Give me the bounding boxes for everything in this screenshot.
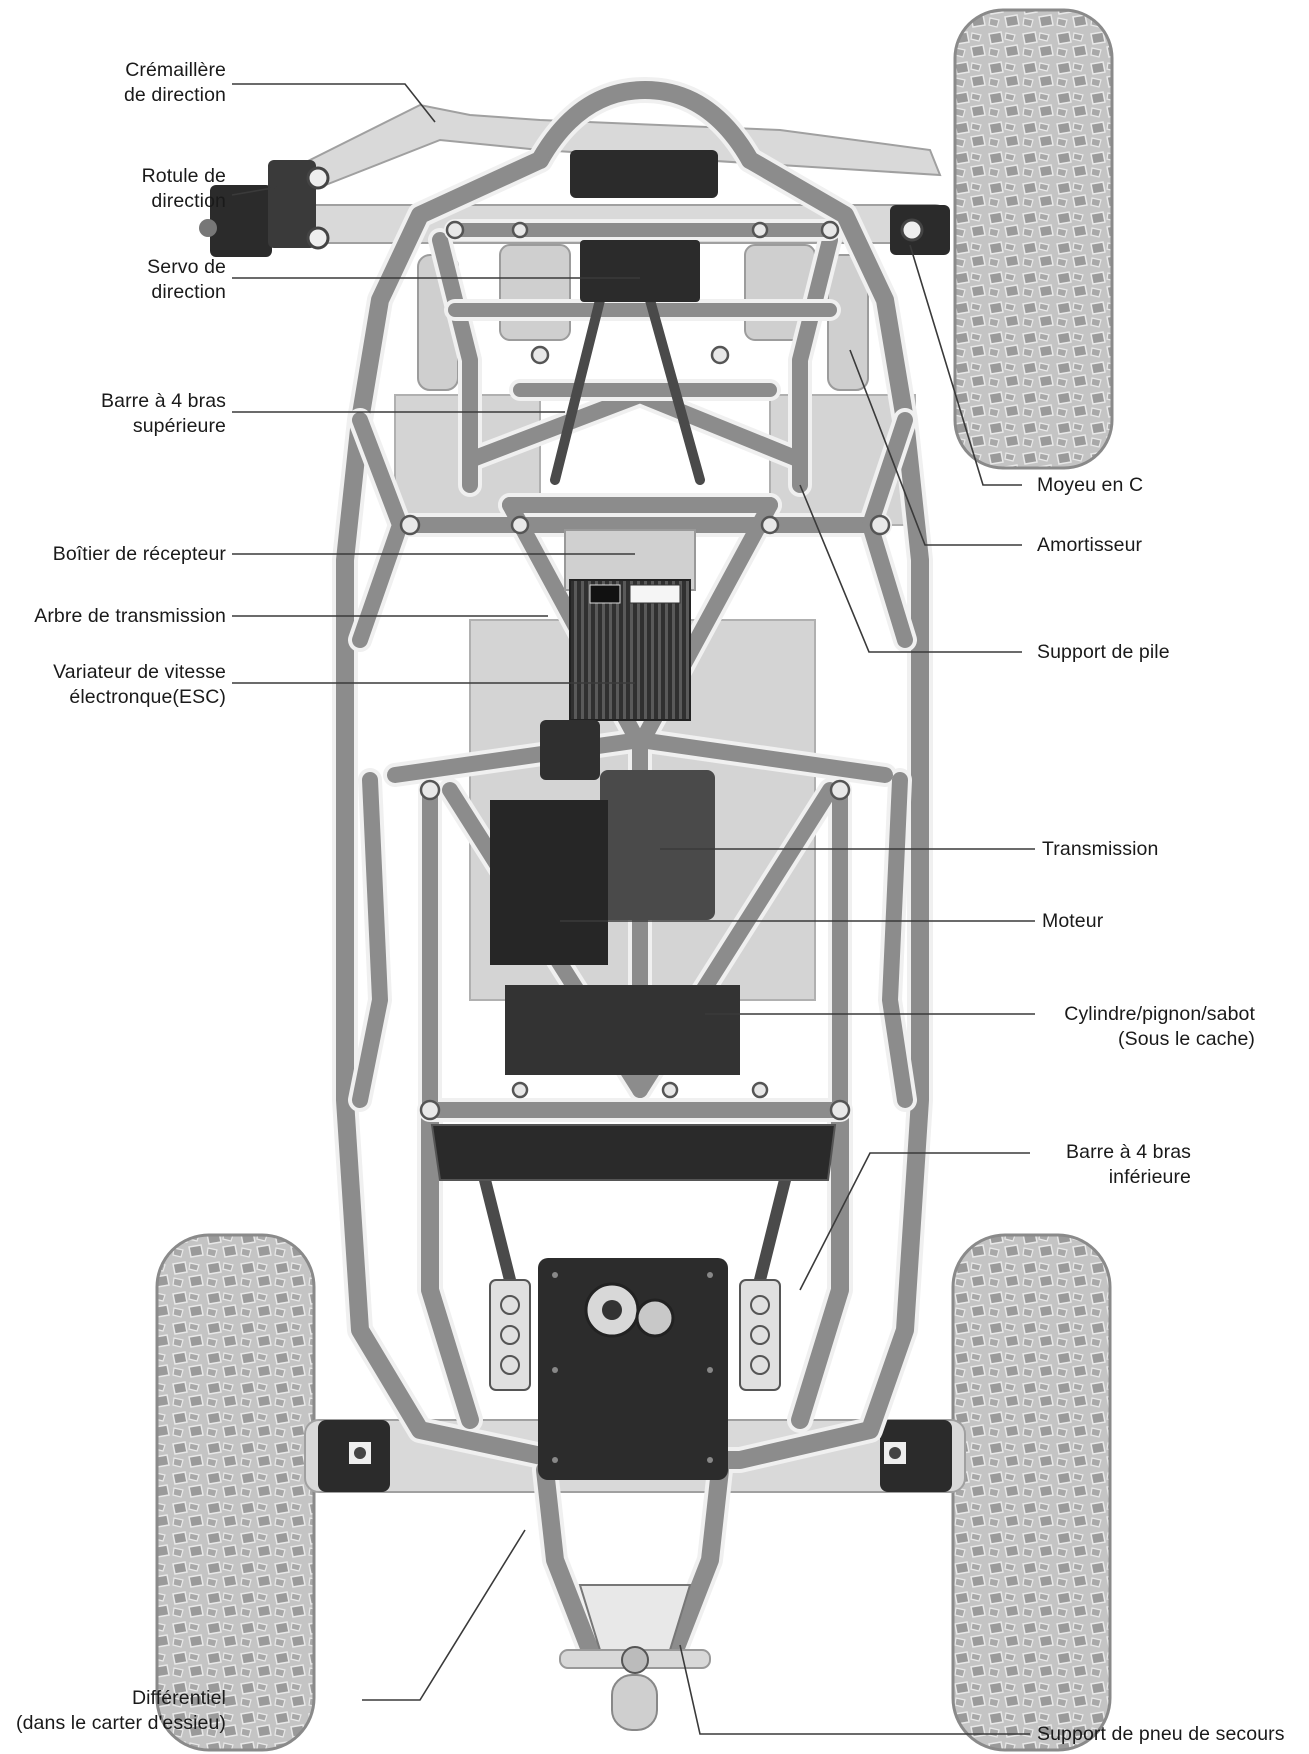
rear-hub-left [318,1420,390,1492]
label-cylindre: Cylindre/pignon/sabot (Sous le cache) [1064,1003,1255,1050]
label-transmission: Transmission [1042,838,1159,860]
label-rotule: Rotule de direction [141,165,226,212]
tire-rear-right [951,1233,1112,1752]
label-servo: Servo de direction [147,256,226,303]
leader-support-pile [799,484,1022,653]
tire-front-right [953,8,1114,470]
esc [569,579,691,721]
label-amortisseur: Amortisseur [1037,534,1143,556]
spare-tire-mount [559,1584,711,1731]
leader-amortisseur [849,349,1022,546]
leader-moyeu [909,244,1022,486]
leader-lines [231,83,1035,1735]
skid-plate [430,985,837,1181]
steering-servo [570,150,718,302]
label-support-pile: Support de pile [1037,641,1170,663]
label-barre-inf: Barre à 4 bras inférieure [1066,1141,1191,1188]
front-hub-left [199,160,330,257]
axle-housing [538,1258,728,1480]
tire-rear-left [155,1233,316,1752]
label-pneu-secours: Support de pneu de secours [1037,1723,1285,1745]
label-moteur: Moteur [1042,910,1104,932]
leader-rotule [231,184,291,196]
link-mounts [489,1279,781,1391]
cage-joints [399,220,891,1121]
leader-differentiel [362,1529,526,1701]
label-cremaillere: Crémaillère de direction [123,59,226,106]
leader-pneu-secours [679,1644,1030,1735]
label-variateur: Variateur de vitesse électronque(ESC) [53,661,226,708]
front-hub-right [890,205,950,255]
label-differentiel: Différentiel (dans le carter d'essieu) [16,1687,226,1734]
transmission [540,720,715,920]
leader-barre-inf [799,1152,1030,1291]
motor [490,800,608,965]
label-boitier: Boîtier de récepteur [52,543,226,565]
label-arbre: Arbre de transmission [34,605,226,627]
rear-hub-right [880,1420,952,1492]
label-moyeu: Moyeu en C [1037,474,1144,496]
leader-cremaillere [232,83,436,123]
label-barre-sup: Barre à 4 bras supérieure [101,390,226,437]
